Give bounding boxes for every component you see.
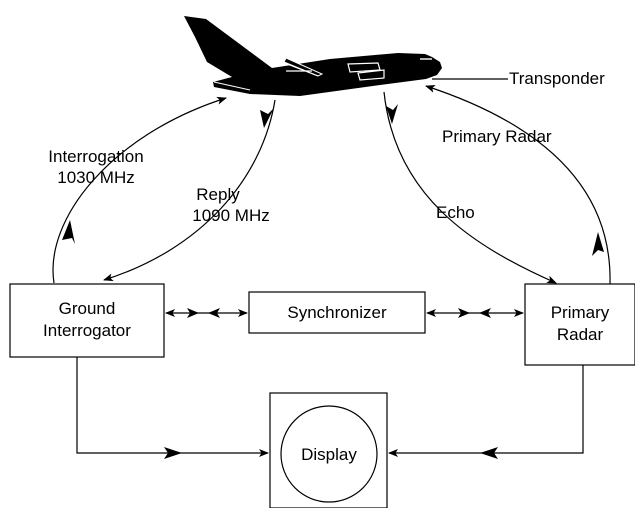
synchronizer-label: Synchronizer (287, 303, 387, 322)
ground-interrogator-label-line2: Interrogator (43, 321, 131, 340)
interrogation-mid-arrowhead (62, 220, 75, 244)
primary-radar-signal-arrow (425, 85, 611, 285)
reply-signal-arrow (103, 99, 276, 282)
echo-label: Echo (436, 203, 475, 222)
primary-radar-path-label: Primary Radar (442, 127, 552, 146)
connector-right-mid-arrow-right (458, 308, 470, 318)
ground-interrogator-label-line1: Ground (59, 299, 116, 318)
interrogator-to-display-connector (76, 357, 269, 457)
interrogation-frequency-label: 1030 MHz (57, 168, 134, 187)
interrogator-display-mid-arrowhead (164, 447, 182, 459)
echo-signal-arrow (383, 91, 557, 284)
echo-mid-arrowhead (386, 104, 398, 124)
interrogation-label: Interrogation (48, 147, 143, 166)
display-label: Display (301, 445, 357, 464)
display-block: Display (269, 392, 388, 508)
reply-frequency-label: 1090 MHz (192, 206, 269, 225)
radar-display-mid-arrowhead (480, 447, 498, 459)
aircraft-icon (184, 16, 442, 96)
reply-mid-arrowhead (260, 108, 274, 128)
primary-radar-label-line1: Primary (551, 303, 610, 322)
connector-left-mid-arrow-left (208, 308, 220, 318)
interrogation-signal-arrow (52, 96, 227, 284)
reply-label: Reply (196, 185, 240, 204)
primary-radar-block: Primary Radar (524, 283, 635, 366)
connector-right-mid-arrow-left (479, 308, 491, 318)
connector-left-mid-arrow-right (187, 308, 199, 318)
radar-to-display-connector (388, 365, 584, 457)
primary-radar-label-line2: Radar (557, 325, 604, 344)
primary-radar-mid-arrowhead (592, 232, 604, 256)
transponder-label: Transponder (509, 69, 605, 88)
synchronizer-block: Synchronizer (248, 291, 426, 334)
ground-interrogator-block: Ground Interrogator (9, 283, 165, 358)
